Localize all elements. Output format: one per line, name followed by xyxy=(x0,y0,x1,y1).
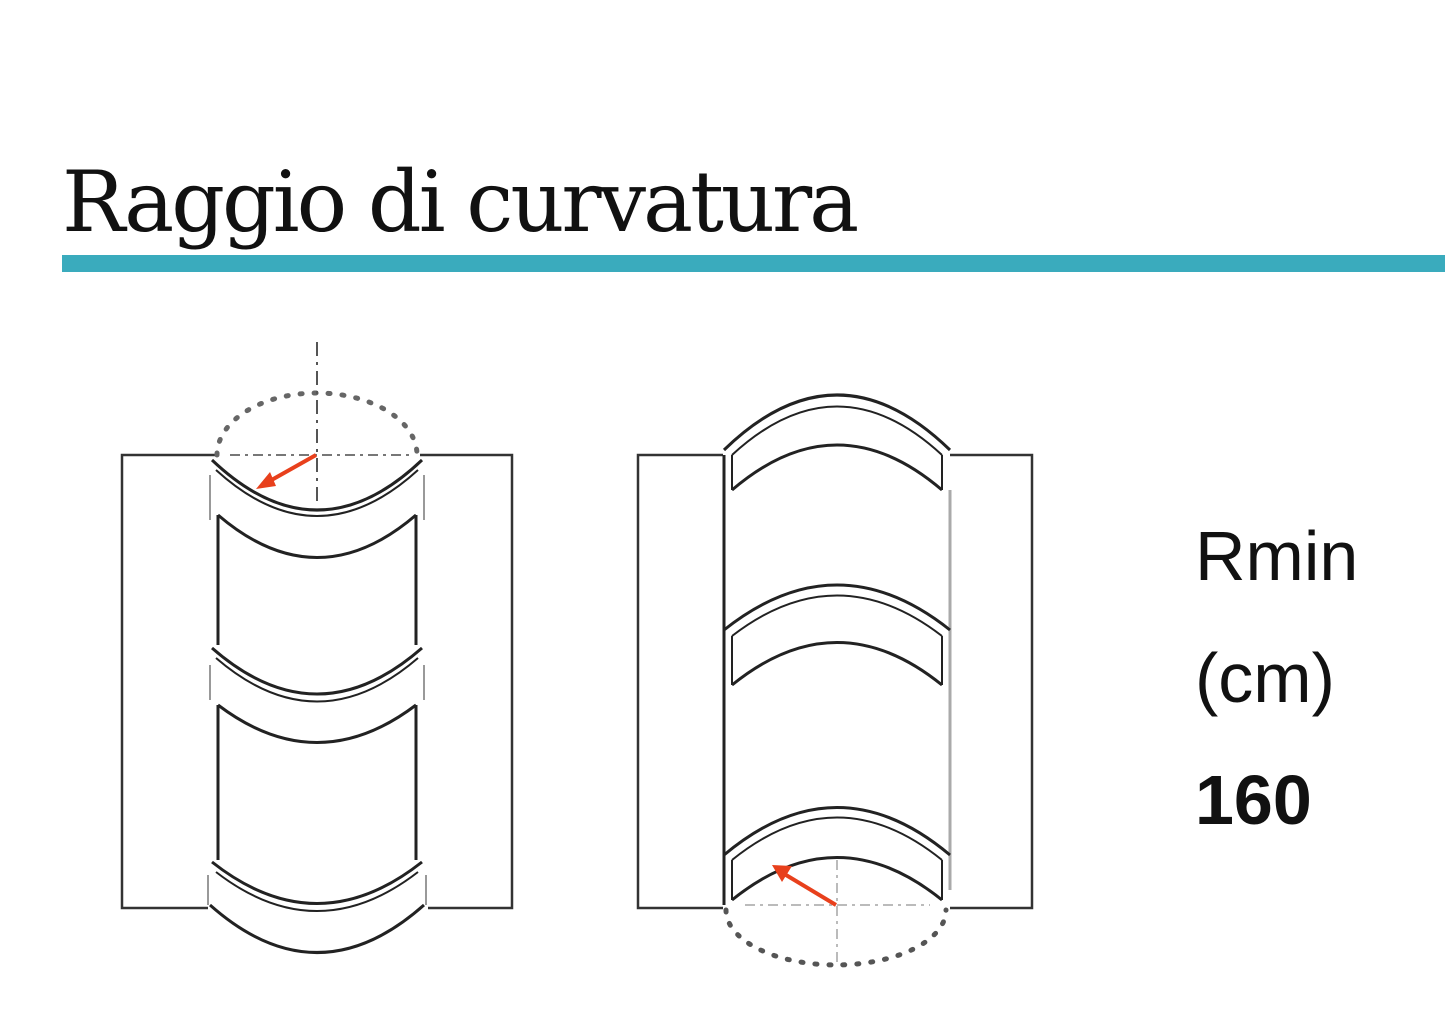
page-title: Raggio di curvatura xyxy=(62,153,859,252)
concave-bend-figure xyxy=(636,393,1034,968)
spec-label: Rmin xyxy=(1195,517,1359,595)
spec-unit: (cm) xyxy=(1195,639,1335,717)
radius-arrow-icon xyxy=(256,453,317,489)
min-radius-spec: Rmin (cm) 160 xyxy=(1195,495,1358,861)
radius-arrow-icon xyxy=(772,865,838,907)
accent-divider xyxy=(62,255,1445,272)
convex-bend-figure xyxy=(120,342,514,954)
spec-value: 160 xyxy=(1195,761,1312,839)
